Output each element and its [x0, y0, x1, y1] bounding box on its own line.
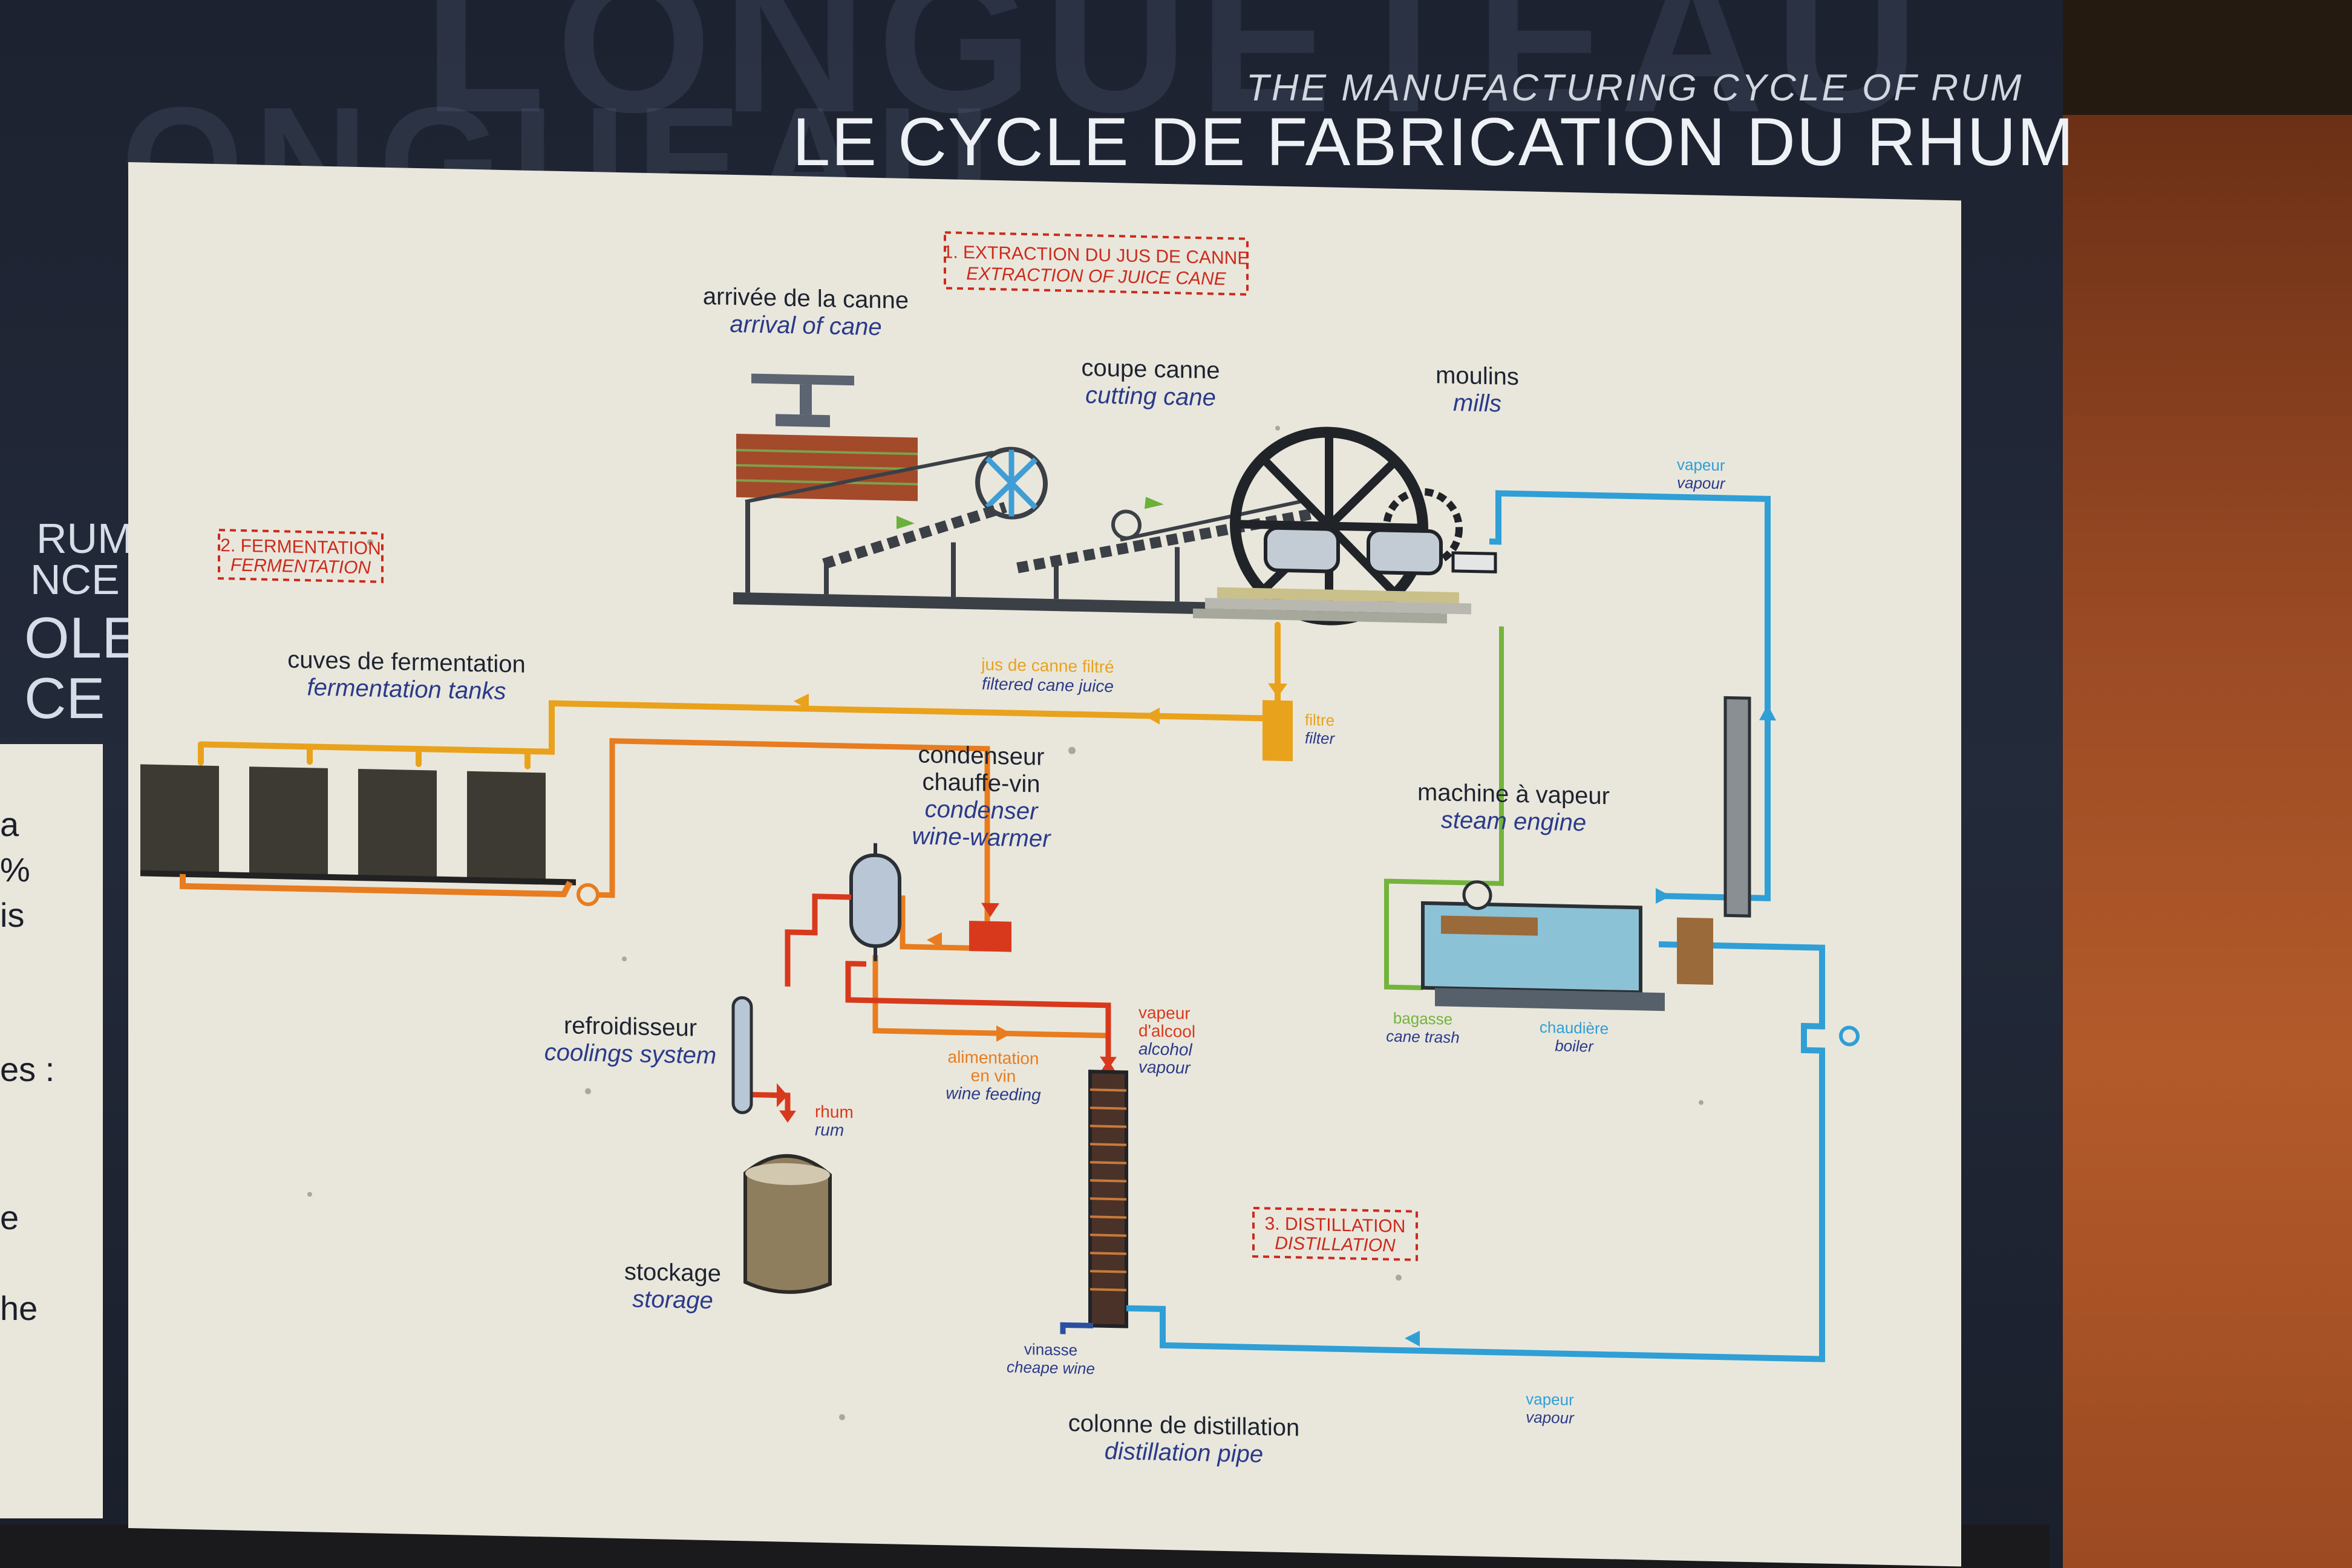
- rum-arrow: [779, 1110, 796, 1123]
- label-bagasse-fr: bagasse: [1393, 1009, 1452, 1028]
- wine-arrow: [927, 932, 942, 949]
- label-alcohol-vapour-fr1: vapeur: [1138, 1003, 1191, 1023]
- label-vapour-top-fr: vapeur: [1677, 456, 1725, 475]
- condenser-wine-warmer: [849, 843, 901, 961]
- label-boiler-en: boiler: [1555, 1036, 1594, 1055]
- wine-arrow: [996, 1025, 1011, 1042]
- label-vapour-bottom-en: vapour: [1526, 1408, 1575, 1427]
- title-french: LE CYCLE DE FABRICATION DU RHUM: [792, 104, 2075, 180]
- steam-arrow: [1405, 1330, 1420, 1347]
- label-filter-fr: filtre: [1305, 711, 1334, 730]
- orange-wall: [2045, 115, 2352, 1568]
- label-tanks-en: fermentation tanks: [307, 674, 506, 705]
- label-column-en: distillation pipe: [1105, 1438, 1263, 1468]
- alcohol-arrow: [1100, 1059, 1117, 1074]
- step-distillation-en: DISTILLATION: [1275, 1233, 1396, 1256]
- label-condenser-en1: condenser: [925, 796, 1039, 825]
- step-fermentation-box: [218, 529, 384, 583]
- side-text: a: [0, 805, 19, 843]
- boiler-steam-engine: [1421, 696, 1751, 1011]
- diagram-panel: 1. EXTRACTION DU JUS DE CANNE EXTRACTION…: [128, 162, 1961, 1567]
- alcohol-vapour-line: [742, 893, 1111, 1117]
- dark-background: [2045, 0, 2352, 115]
- side-fragment: NCE: [30, 556, 120, 603]
- label-vinasse-fr: vinasse: [1024, 1340, 1077, 1359]
- label-tanks-fr: cuves de fermentation: [287, 647, 526, 678]
- label-boiler-fr: chaudière: [1540, 1018, 1609, 1037]
- label-cooling-fr: refroidisseur: [564, 1012, 697, 1042]
- side-text: es :: [0, 1050, 55, 1088]
- label-mills-en: mills: [1453, 390, 1501, 417]
- step-distillation-fr: 3. DISTILLATION: [1265, 1214, 1406, 1236]
- step-fermentation-fr: 2. FERMENTATION: [220, 535, 381, 559]
- label-filter-en: filter: [1305, 729, 1335, 748]
- side-text: %: [0, 851, 30, 889]
- label-juice-fr: jus de canne filtré: [981, 655, 1114, 677]
- label-cooling-en: coolings system: [544, 1039, 717, 1069]
- label-vapour-bottom-fr: vapeur: [1526, 1390, 1574, 1409]
- step-extraction-box: [944, 231, 1249, 296]
- side-text: he: [0, 1289, 38, 1327]
- label-mills-fr: moulins: [1436, 362, 1519, 390]
- wine-warmer-box: [969, 921, 1011, 952]
- wine-arrow: [981, 903, 999, 917]
- label-cutting-en: cutting cane: [1085, 382, 1216, 411]
- side-fragment: CE: [24, 666, 105, 731]
- bagasse-line: [1384, 626, 1504, 990]
- label-vinasse-en: cheape wine: [1007, 1357, 1095, 1377]
- storage-tank: [743, 1154, 832, 1294]
- label-bagasse-en: cane trash: [1386, 1027, 1459, 1047]
- label-steam-engine-fr: machine à vapeur: [1417, 779, 1610, 810]
- step-extraction-en: EXTRACTION OF JUICE CANE: [966, 264, 1226, 289]
- label-storage-en: storage: [632, 1285, 713, 1314]
- watermark-letters: LONGUETEAU: [423, 0, 1930, 154]
- distillation-column: [1060, 1070, 1128, 1334]
- label-wine-feeding-fr2: en vin: [971, 1066, 1016, 1086]
- side-fragment: OLE: [24, 606, 141, 670]
- label-rum-en: rum: [815, 1120, 844, 1140]
- label-alcohol-vapour-en1: alcohol: [1138, 1039, 1193, 1059]
- label-condenser-fr2: chauffe-vin: [923, 768, 1040, 797]
- side-fragment: RUM: [36, 515, 133, 562]
- label-juice-en: filtered cane juice: [982, 675, 1114, 696]
- label-rum-fr: rhum: [815, 1102, 854, 1122]
- title-english: THE MANUFACTURING CYCLE OF RUM: [1246, 67, 2024, 109]
- steam-arrow: [1759, 704, 1776, 721]
- mills-machine: [1193, 426, 1497, 626]
- cooling-system: [731, 996, 753, 1114]
- juice-arrow: [794, 693, 809, 710]
- surface-specks: [307, 425, 1704, 1420]
- label-condenser-en2: wine-warmer: [912, 823, 1052, 852]
- fermentation-tanks: [140, 764, 599, 906]
- label-wine-feeding-en: wine feeding: [946, 1083, 1041, 1104]
- label-storage-fr: stockage: [624, 1258, 721, 1287]
- side-text: e: [0, 1198, 19, 1236]
- valve: [1839, 1025, 1860, 1047]
- step-distillation-box: [1252, 1206, 1418, 1261]
- label-arrival-fr: arrivée de la canne: [703, 283, 909, 314]
- steam-arrow: [1656, 887, 1671, 904]
- juice-arrow: [1145, 707, 1160, 725]
- label-vapour-top-en: vapour: [1677, 474, 1726, 493]
- label-condenser-fr1: condenseur: [918, 741, 1044, 770]
- cane-conveyor: [733, 373, 1441, 619]
- filter-box: [1263, 700, 1293, 762]
- label-alcohol-vapour-en2: vapour: [1138, 1057, 1191, 1077]
- rum-arrow: [777, 1083, 788, 1108]
- process-diagram: 1. EXTRACTION DU JUS DE CANNE EXTRACTION…: [140, 231, 1860, 1468]
- label-alcohol-vapour-fr2: d'alcool: [1138, 1021, 1195, 1041]
- side-text: is: [0, 896, 25, 934]
- step-fermentation-en: FERMENTATION: [230, 555, 371, 578]
- label-arrival-en: arrival of cane: [730, 311, 881, 341]
- label-wine-feeding-fr1: alimentation: [948, 1047, 1039, 1068]
- label-steam-engine-en: steam engine: [1441, 806, 1586, 836]
- label-cutting-fr: coupe canne: [1081, 354, 1220, 384]
- diagram-labels: 1. EXTRACTION DU JUS DE CANNE EXTRACTION…: [220, 242, 1726, 1468]
- side-info-panel: a % is es : e he: [0, 744, 103, 1518]
- juice-arrow: [1268, 683, 1287, 697]
- label-column-fr: colonne de distillation: [1068, 1410, 1299, 1442]
